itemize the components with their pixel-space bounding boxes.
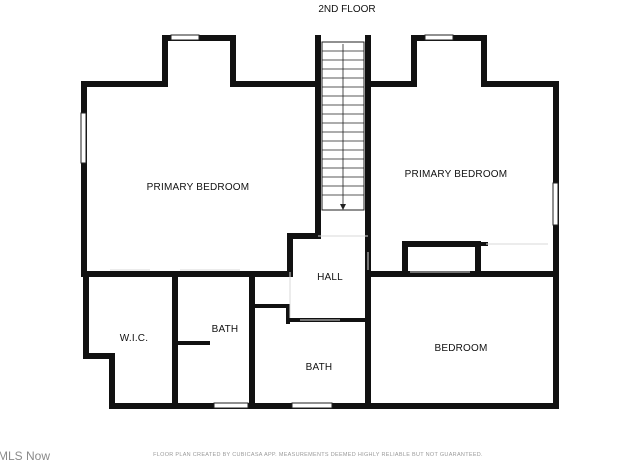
room-label-primary-bedroom-right: PRIMARY BEDROOM: [405, 169, 508, 180]
window: [424, 34, 454, 41]
room-label-hall: HALL: [317, 272, 343, 283]
window: [213, 402, 249, 409]
room-label-bath-left: BATH: [212, 324, 239, 335]
window: [80, 112, 87, 164]
stair-direction-arrow-icon: [340, 204, 346, 210]
watermark: MLS Now: [0, 449, 50, 460]
room-label-wic: W.I.C.: [120, 333, 148, 344]
room-labels: PRIMARY BEDROOM PRIMARY BEDROOM HALL W.I…: [120, 169, 508, 373]
room-label-primary-bedroom-left: PRIMARY BEDROOM: [147, 182, 250, 193]
window: [170, 34, 200, 41]
room-label-bath-center: BATH: [306, 362, 333, 373]
footer-disclaimer: FLOOR PLAN CREATED BY CUBICASA APP. MEAS…: [153, 452, 483, 458]
room-label-bedroom: BEDROOM: [434, 343, 487, 354]
staircase: [321, 41, 365, 211]
openings: [110, 235, 548, 321]
windows: [80, 34, 559, 409]
floor-title: 2ND FLOOR: [318, 4, 375, 15]
window: [291, 402, 333, 409]
window: [552, 182, 559, 226]
